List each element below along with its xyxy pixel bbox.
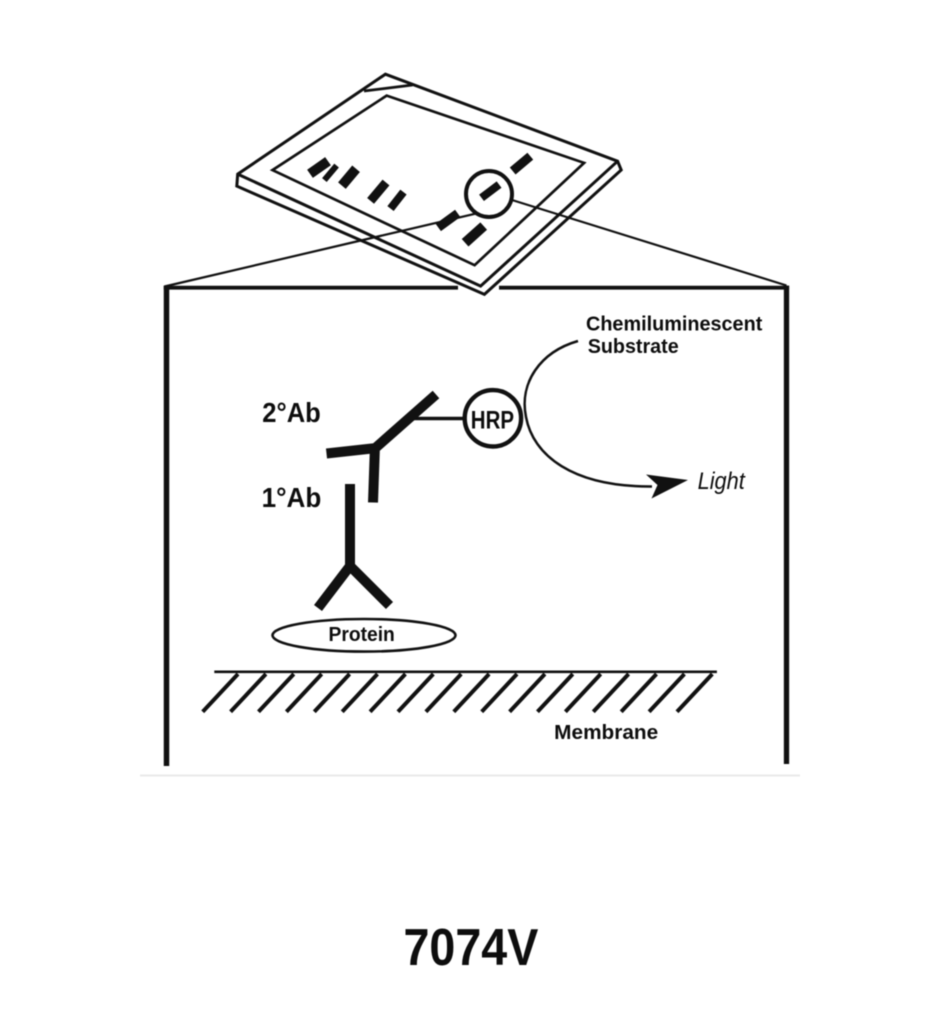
svg-text:HRP: HRP — [471, 407, 514, 435]
svg-text:Membrane: Membrane — [554, 722, 658, 744]
svg-text:7074V: 7074V — [404, 919, 539, 977]
svg-text:Substrate: Substrate — [588, 336, 679, 358]
svg-text:2°Ab: 2°Ab — [262, 397, 321, 428]
svg-text:Chemiluminescent: Chemiluminescent — [586, 313, 763, 335]
svg-text:1°Ab: 1°Ab — [262, 482, 322, 513]
svg-text:Protein: Protein — [329, 624, 395, 646]
svg-text:Light: Light — [698, 468, 746, 495]
